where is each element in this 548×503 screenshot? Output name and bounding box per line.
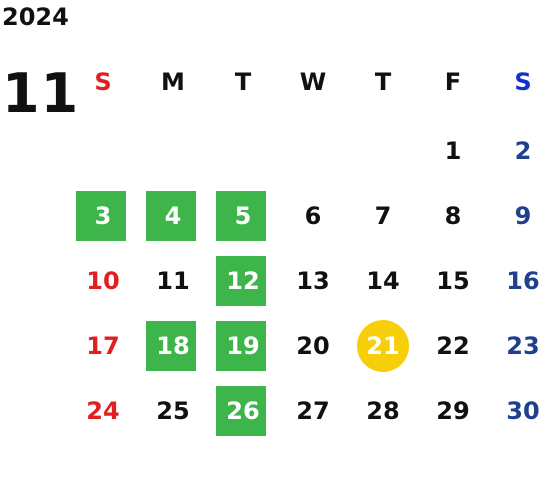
calendar-day-16[interactable]: 16 [488, 256, 548, 306]
day-number: 18 [156, 332, 190, 360]
day-number: 29 [436, 397, 470, 425]
calendar-day-24[interactable]: 24 [68, 386, 138, 436]
calendar-day-21[interactable]: 21 [348, 320, 418, 372]
day-number: 17 [86, 332, 120, 360]
calendar-day-22[interactable]: 22 [418, 321, 488, 371]
day-number: 28 [366, 397, 400, 425]
weekday-friday: F [444, 68, 462, 96]
day-number: 16 [506, 267, 540, 295]
calendar-day-8[interactable]: 8 [418, 191, 488, 241]
calendar-day-28[interactable]: 28 [348, 386, 418, 436]
calendar-day-29[interactable]: 29 [418, 386, 488, 436]
day-number: 19 [226, 332, 260, 360]
day-number: 10 [86, 267, 120, 295]
day-number: 13 [296, 267, 330, 295]
calendar-day-27[interactable]: 27 [278, 386, 348, 436]
day-number: 1 [444, 137, 462, 165]
day-number: 7 [374, 202, 392, 230]
calendar-day-20[interactable]: 20 [278, 321, 348, 371]
calendar-day-14[interactable]: 14 [348, 256, 418, 306]
calendar-day-4[interactable]: 4 [138, 191, 208, 241]
calendar-day-17[interactable]: 17 [68, 321, 138, 371]
day-number: 25 [156, 397, 190, 425]
weekday-monday: M [161, 68, 185, 96]
calendar-day-11[interactable]: 11 [138, 256, 208, 306]
calendar-day-12[interactable]: 12 [208, 256, 278, 306]
day-number: 5 [234, 202, 252, 230]
calendar-day-13[interactable]: 13 [278, 256, 348, 306]
day-number: 14 [366, 267, 400, 295]
highlight-marker [216, 386, 266, 436]
day-number: 21 [366, 332, 400, 360]
highlight-marker [216, 256, 266, 306]
day-number: 23 [506, 332, 540, 360]
highlight-marker [216, 321, 266, 371]
calendar-day-30[interactable]: 30 [488, 386, 548, 436]
day-number: 3 [94, 202, 112, 230]
weekday-wednesday: W [299, 68, 327, 96]
calendar-day-7[interactable]: 7 [348, 191, 418, 241]
highlight-marker [216, 191, 266, 241]
highlight-marker [76, 191, 126, 241]
day-number: 8 [444, 202, 462, 230]
calendar-day-18[interactable]: 18 [138, 321, 208, 371]
day-number: 4 [164, 202, 182, 230]
weekday-tuesday: T [234, 68, 252, 96]
day-number: 12 [226, 267, 260, 295]
calendar-day-5[interactable]: 5 [208, 191, 278, 241]
calendar-day-26[interactable]: 26 [208, 386, 278, 436]
day-number: 20 [296, 332, 330, 360]
day-number: 26 [226, 397, 260, 425]
day-number: 11 [156, 267, 190, 295]
day-number: 22 [436, 332, 470, 360]
weekday-thursday: T [374, 68, 392, 96]
calendar-year: 2024 [2, 3, 69, 31]
calendar-day-6[interactable]: 6 [278, 191, 348, 241]
day-number: 6 [304, 202, 322, 230]
weekday-header-row: S M T W T F S [68, 62, 548, 102]
day-number: 9 [514, 202, 532, 230]
highlight-marker [146, 321, 196, 371]
calendar-day-2[interactable]: 2 [488, 126, 548, 176]
day-number: 27 [296, 397, 330, 425]
highlight-marker [146, 191, 196, 241]
weekday-sunday: S [94, 68, 112, 96]
calendar-month: 11 [2, 62, 80, 125]
calendar-day-9[interactable]: 9 [488, 191, 548, 241]
day-number: 2 [514, 137, 532, 165]
day-number: 15 [436, 267, 470, 295]
calendar-day-10[interactable]: 10 [68, 256, 138, 306]
calendar-day-19[interactable]: 19 [208, 321, 278, 371]
calendar-day-23[interactable]: 23 [488, 321, 548, 371]
day-number: 30 [506, 397, 540, 425]
calendar-day-15[interactable]: 15 [418, 256, 488, 306]
calendar-day-25[interactable]: 25 [138, 386, 208, 436]
weekday-saturday: S [514, 68, 532, 96]
today-marker [357, 320, 409, 372]
day-number: 24 [86, 397, 120, 425]
calendar-day-3[interactable]: 3 [68, 191, 138, 241]
calendar-day-1[interactable]: 1 [418, 126, 488, 176]
